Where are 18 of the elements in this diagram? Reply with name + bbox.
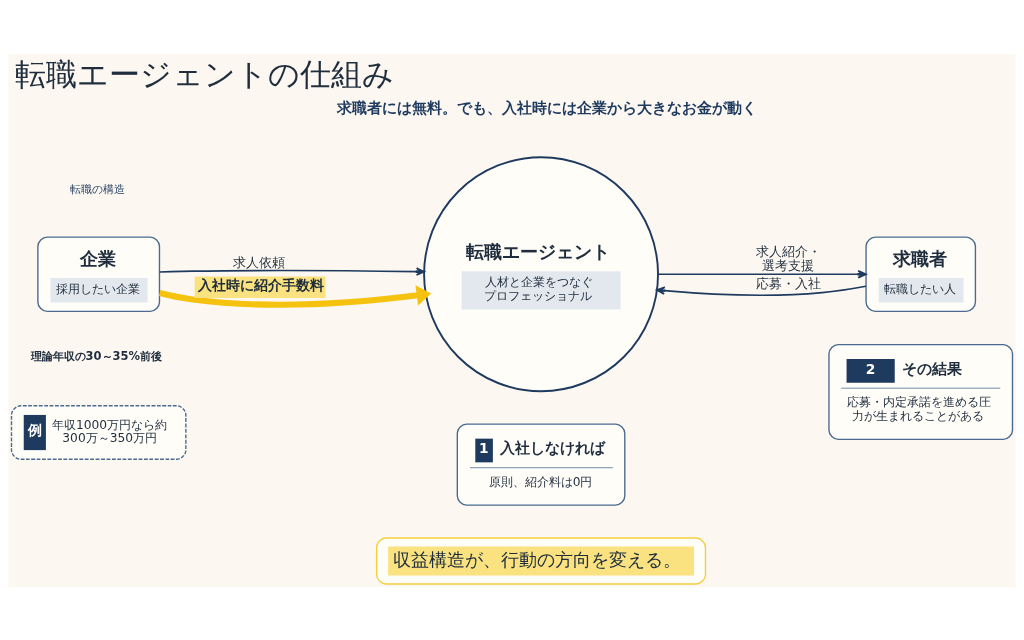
- edge-label: 応募・入社: [755, 275, 821, 291]
- node-box: 求職者 転職したい人: [865, 235, 977, 312]
- edge-label: 入社時に紹介手数料: [197, 276, 324, 293]
- edge-label: 求人紹介・選考支援: [755, 243, 821, 273]
- node-circle: 転職エージェント 人材と企業をつなぐプロフェッショナル: [423, 155, 659, 392]
- diagram-title: 転職エージェントの仕組み: [14, 56, 394, 92]
- arrow: [657, 269, 867, 278]
- edge-label: 求人依頼: [232, 254, 285, 270]
- arrow: [158, 284, 432, 308]
- label: 求職者には無料。でも、入社時には企業から大きなお金が動く: [336, 99, 757, 116]
- label: 転職の構造: [69, 181, 125, 196]
- arrow: [158, 266, 426, 276]
- node-box: 収益構造が、行動の方向を変える。: [375, 536, 707, 585]
- node-box: 2 その結果 応募・内定承諾を進める圧力が生まれることがある: [828, 343, 1014, 440]
- node-box: 企業 採用したい企業: [37, 235, 161, 312]
- label: 理論年収の30～35%前後: [30, 348, 163, 363]
- node-box: 1 入社しなければ 原則、紹介料は0円: [456, 422, 626, 506]
- arrow: [656, 284, 867, 296]
